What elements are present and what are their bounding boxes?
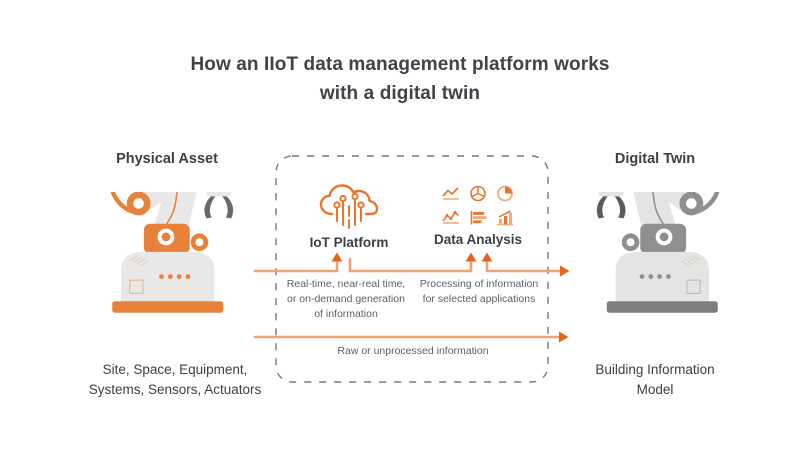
pie-chart-icon [470,185,486,202]
iot-platform-label: IoT Platform [309,235,389,250]
data-analysis-label: Data Analysis [433,232,523,247]
cloud-circuit-icon [319,184,379,229]
analysis-icons-grid [413,181,543,226]
digital-twin-label: Digital Twin [614,151,696,167]
donut-chart-icon [497,185,513,202]
realtime-flow-label: Real-time, near-real time, or on-demand … [286,278,406,320]
page-title: How an IIoT data management platform wor… [190,54,610,104]
arrowhead-right-to-twin [560,265,570,277]
physical-asset-label: Physical Asset [116,151,218,167]
raw-flow-label: Raw or unprocessed information [337,345,489,357]
arrowhead-right-raw [559,331,569,343]
trend-chart-icon [442,211,460,224]
bar-growth-chart-icon [497,210,513,226]
data-analysis-group: Data Analysis [413,181,543,247]
iot-platform-group: IoT Platform [284,181,414,250]
physical-asset-robot-illustration [98,192,248,355]
processing-flow-label: Processing of information for selected a… [419,278,539,305]
line-chart-icon [442,187,459,200]
physical-asset-caption: Site, Space, Equipment, Systems, Sensors… [88,362,262,397]
horizontal-bar-chart-icon [470,211,487,225]
digital-twin-caption: Building Information Model [595,362,715,397]
digital-twin-robot-illustration [582,192,732,355]
